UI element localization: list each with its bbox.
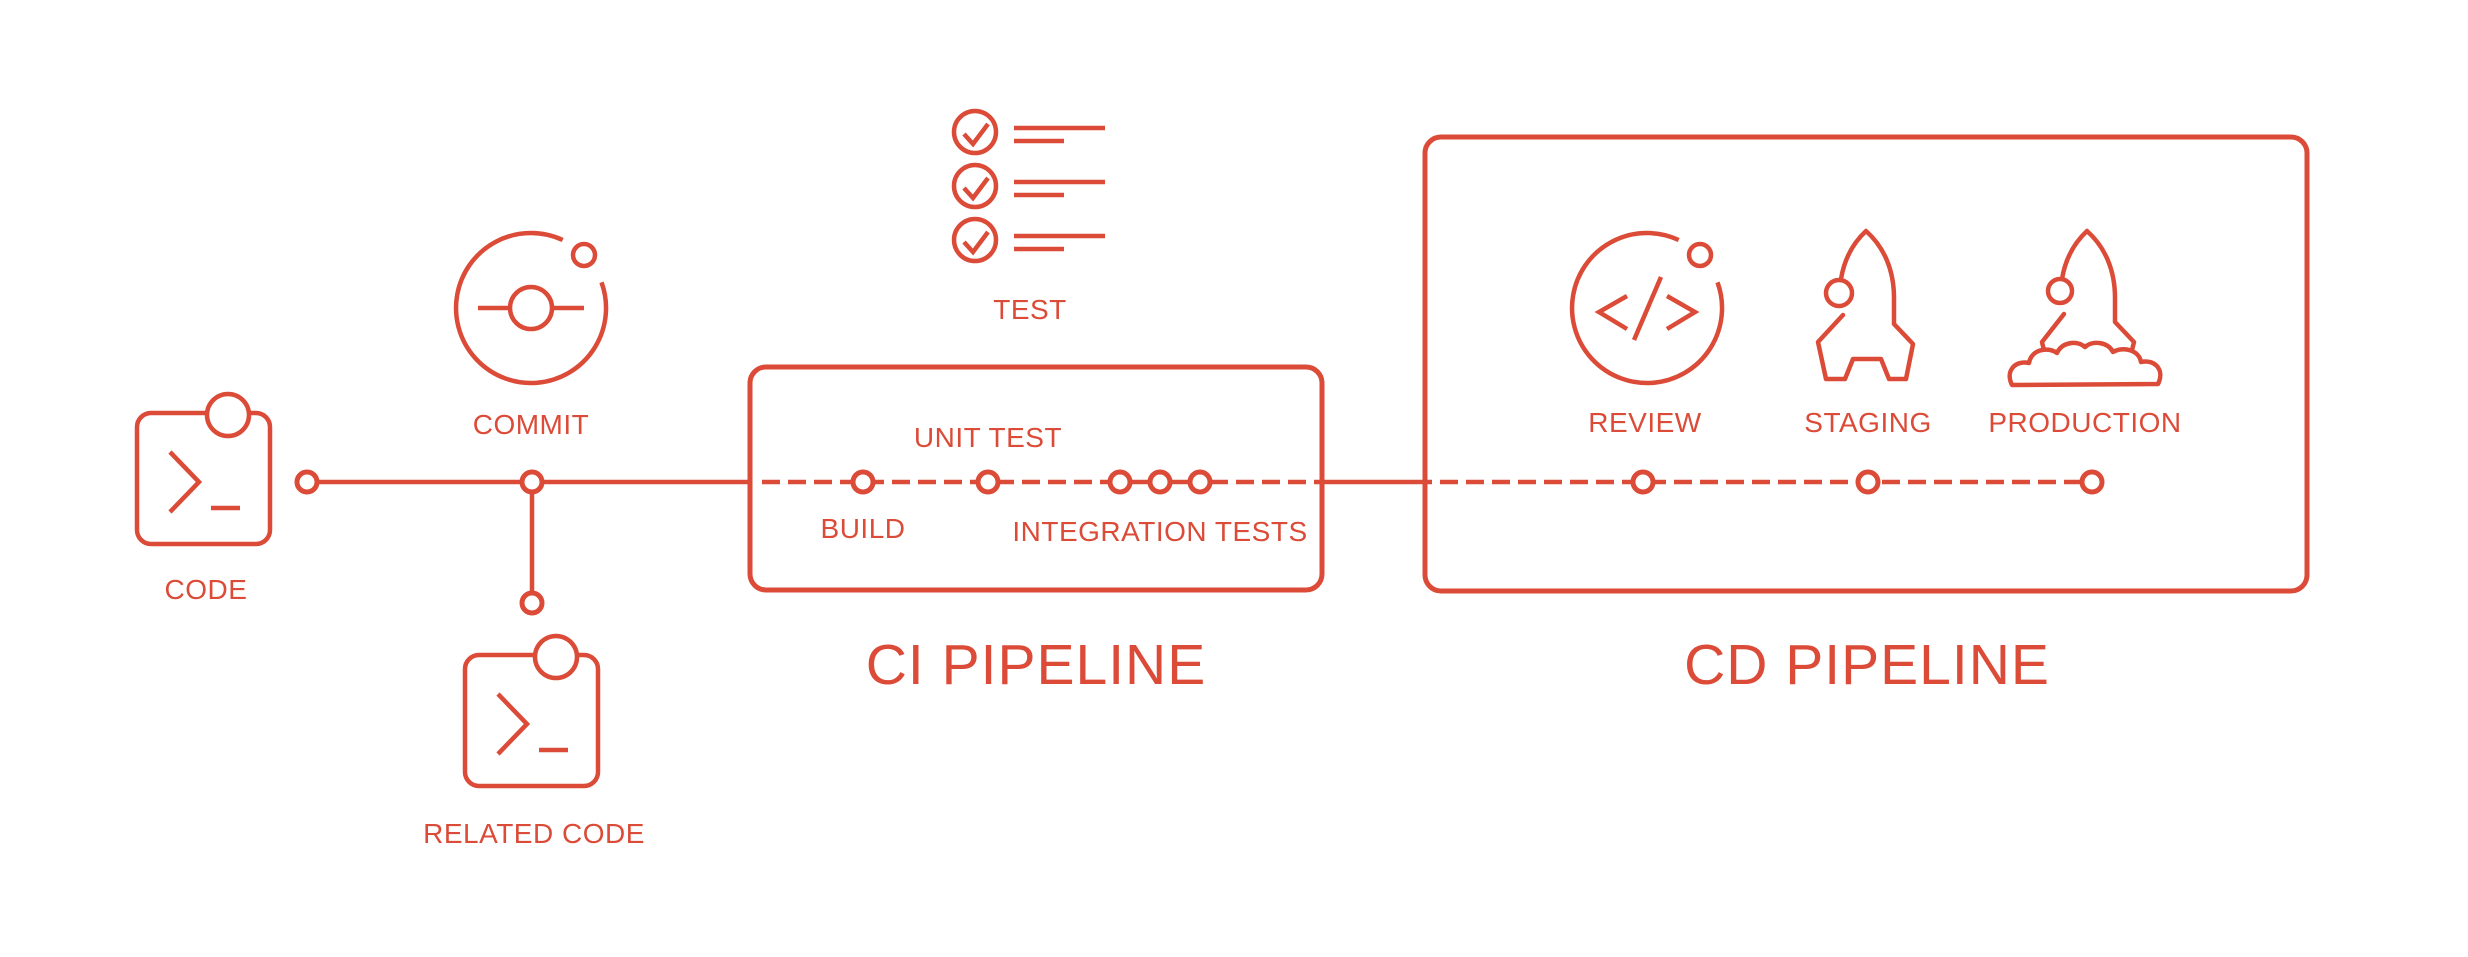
pipeline-line <box>294 469 2105 616</box>
node-integration-1 <box>1107 469 1133 495</box>
staging-rocket-icon <box>1815 228 1916 382</box>
commit-satellite-dot <box>570 241 598 269</box>
node-build <box>850 469 876 495</box>
unit-test-label: UNIT TEST <box>914 422 1062 453</box>
production-launch-icon <box>2007 228 2163 388</box>
test-label: TEST <box>993 294 1067 325</box>
check-row-2 <box>951 162 1105 210</box>
node-review <box>1630 469 1656 495</box>
production-label: PRODUCTION <box>1988 407 2181 438</box>
ci-pipeline-title: CI PIPELINE <box>866 633 1206 697</box>
integration-tests-label: INTEGRATION TESTS <box>1012 516 1307 547</box>
review-code-icon <box>1569 230 1725 386</box>
terminal-dot <box>204 391 252 439</box>
prompt-chevron <box>168 450 203 514</box>
node-integration-3 <box>1187 469 1213 495</box>
check-row-1 <box>951 108 1105 156</box>
ci-pipeline-box <box>747 364 1325 593</box>
review-label: REVIEW <box>1588 407 1702 438</box>
prompt-chevron <box>496 692 531 756</box>
check-circle <box>951 162 999 210</box>
node-related-code <box>519 590 545 616</box>
commit-label: COMMIT <box>473 409 590 440</box>
related-code-terminal-icon <box>462 633 601 789</box>
check-icon <box>962 176 990 202</box>
code-chevron-left <box>1594 294 1629 331</box>
terminal-dot <box>532 633 580 681</box>
cd-pipeline-box <box>1422 134 2310 594</box>
rocket-window <box>2045 276 2075 306</box>
node-code <box>294 469 320 495</box>
node-production <box>2079 469 2105 495</box>
related-code-label: RELATED CODE <box>423 818 645 849</box>
code-slash <box>1631 276 1664 341</box>
build-label: BUILD <box>821 513 906 544</box>
cd-pipeline-title: CD PIPELINE <box>1684 633 2050 697</box>
terminal-frame <box>134 410 273 547</box>
check-icon <box>962 230 990 256</box>
node-unit-test <box>975 469 1001 495</box>
code-chevron-right <box>1665 294 1700 331</box>
check-circle <box>951 108 999 156</box>
commit-orbit-arc <box>453 230 609 386</box>
code-terminal-icon <box>134 391 273 547</box>
launch-cloud <box>2007 340 2163 388</box>
check-icon <box>962 122 990 148</box>
test-checklist-icon <box>951 108 1105 264</box>
code-label: CODE <box>165 574 248 605</box>
check-circle <box>951 216 999 264</box>
review-satellite-dot <box>1686 241 1714 269</box>
commit-center-circle <box>507 284 555 332</box>
staging-label: STAGING <box>1804 407 1931 438</box>
rocket-body <box>1815 228 1916 382</box>
node-staging <box>1855 469 1881 495</box>
check-row-3 <box>951 216 1105 264</box>
terminal-frame <box>462 652 601 789</box>
node-integration-2 <box>1147 469 1173 495</box>
review-orbit-arc <box>1569 230 1725 386</box>
commit-icon <box>453 230 609 386</box>
rocket-window <box>1823 277 1855 309</box>
node-commit <box>519 469 545 495</box>
